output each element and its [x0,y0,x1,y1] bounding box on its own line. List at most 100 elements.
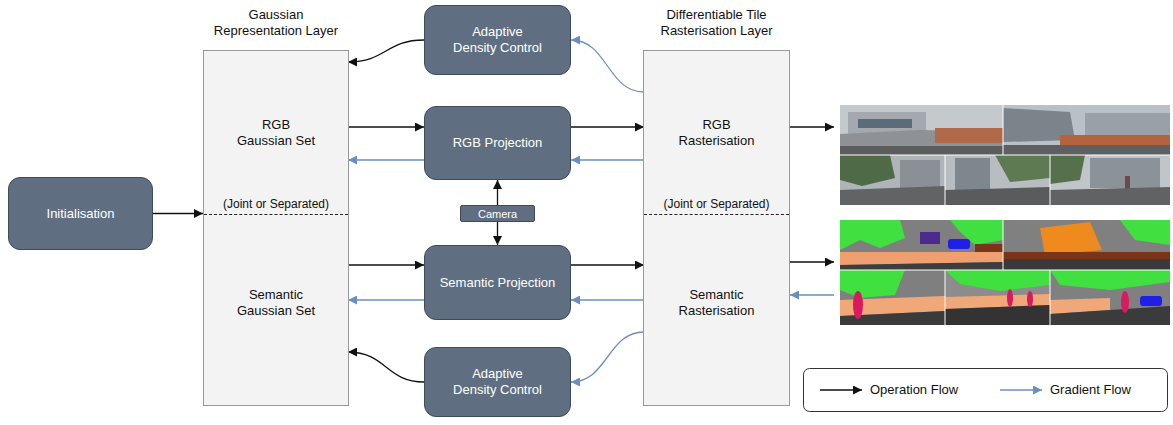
image-separator [945,270,946,325]
legend-entry: Operation Flow [870,382,958,398]
seg-road [1050,306,1170,325]
box-label: Semantic Gaussian Set [234,287,318,319]
box-label: Adaptive Density Control [450,24,546,56]
seg-car [1140,296,1162,306]
layer-panel: Gaussian Representation LayerRGB Gaussia… [203,50,349,406]
operation-arrow [153,213,203,214]
process-box: RGB Projection [424,106,571,180]
photo-sky [840,155,945,205]
gradient-arrow [571,299,644,300]
seg-object [920,232,940,244]
camera-box: Camera [460,205,535,222]
seg-vegetation [945,270,1050,291]
seg-person [1027,291,1033,307]
photo-sky [840,105,1003,155]
seg-vegetation [1050,270,1170,290]
seg-vegetation [840,270,905,298]
photo-road [945,187,1050,205]
operation-arrow [497,222,498,245]
photo-tree [1050,155,1085,184]
image-separator [840,155,1170,156]
box-label: RGB Gaussian Set [234,117,318,149]
label-holder: (Joint or Separated) [204,194,348,212]
legend-operation-sample [820,389,862,390]
seg-vegetation [1120,220,1170,245]
image-separator [840,270,1170,271]
photo-sky [1003,105,1170,155]
box-label: Initialisation [47,206,115,222]
rendered-semantic-images [840,220,1170,325]
legend-entry: Gradient Flow [1050,382,1131,398]
operation-arrow [790,261,834,262]
image-separator [1050,270,1051,325]
legend-text: Operation Flow [870,382,958,398]
operation-arrow [790,126,834,127]
operation-arrow [348,126,424,127]
seg-road [840,262,1003,270]
rendered-rgb-images [840,105,1170,205]
legend-frame [804,369,1168,412]
gradient-arrow [790,294,834,295]
box-label: Camera [478,207,517,221]
process-box: Semantic Projection [424,245,571,320]
photo-building [900,160,940,188]
operation-arrow [497,180,498,205]
photo-road [840,186,945,205]
seg-building [1050,270,1170,325]
image-separator [945,155,946,205]
gradient-arrow [348,299,424,300]
layer-heading: Differentiable Tile Rasterisation Layer [648,7,786,39]
box-label: Semantic Rasterisation [675,287,759,319]
heading-holder: Gaussian Representation Layer [204,7,348,39]
photo-road [1003,145,1170,155]
gradient-arrow [571,159,644,160]
seg-building [945,270,1050,325]
photo-person [1125,176,1130,190]
box-label: RGB Rasterisation [675,117,759,149]
photo-sky [1050,155,1170,205]
band-section: RGB Gaussian Set [204,51,348,214]
image-separator [1050,155,1051,205]
seg-building [1003,220,1170,270]
operation-arrow [571,264,644,265]
photo-sign [858,119,912,128]
process-box: Adaptive Density Control [424,5,571,75]
section-note: (Joint or Separated) [223,197,329,211]
photo-road [840,146,1003,155]
operation-arrow [348,40,424,62]
operation-arrow [571,126,644,127]
heading-holder: Differentiable Tile Rasterisation Layer [644,7,789,39]
legend-text: Gradient Flow [1050,382,1131,398]
image-separator [1003,220,1004,270]
band-section: Semantic Gaussian Set [204,214,348,405]
photo-road [1050,187,1170,205]
box-label: RGB Projection [453,135,543,151]
seg-vegetation [840,220,905,250]
gradient-arrow [348,159,424,160]
process-box: Initialisation [8,177,153,250]
seg-person [853,291,863,319]
seg-person [1007,289,1013,307]
band-section: Semantic Rasterisation [644,214,789,405]
seg-person [1121,291,1129,313]
section-note: (Joint or Separated) [663,197,769,211]
seg-building [840,270,945,325]
process-box: Adaptive Density Control [424,347,571,417]
photo-sky [945,155,1050,205]
seg-road [1003,259,1170,270]
output-arrows [790,127,834,295]
seg-barrier [1003,252,1170,259]
photo-tree [840,155,895,186]
photo-barrier [1060,135,1170,145]
box-label: Adaptive Density Control [450,366,546,398]
layer-panel: Differentiable Tile Rasterisation LayerR… [643,50,790,406]
seg-road [945,305,1050,325]
seg-car [948,239,970,249]
band-section: RGB Rasterisation [644,51,789,214]
seg-building [840,220,1003,270]
seg-construction [1040,222,1102,255]
gradient-arrow [571,332,644,382]
legend-gradient-sample [1000,389,1042,390]
